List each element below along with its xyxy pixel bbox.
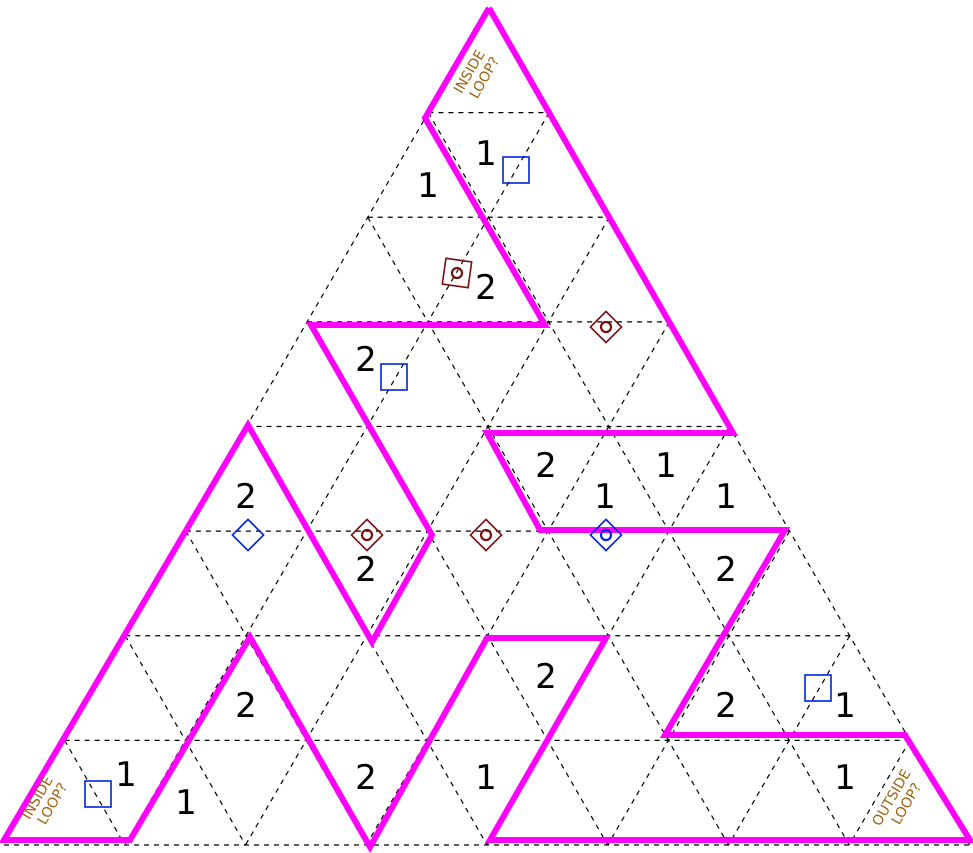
clue-number: 1: [715, 477, 737, 517]
loop-path: [0, 6, 973, 853]
clue-number: 2: [235, 686, 257, 726]
corner-label-bottom-right: OUTSIDE LOOP?: [869, 763, 930, 837]
grid-line: [124, 112, 550, 846]
clue-number: 1: [594, 477, 616, 517]
cell-markers: [84, 156, 832, 808]
marker-diamond-dark-circle: [589, 310, 623, 344]
corner-label-bottom-left: INSIDE LOOP?: [19, 770, 73, 831]
grid-line: [848, 740, 911, 846]
square-shape: [502, 156, 530, 184]
clue-number: 2: [355, 340, 377, 380]
clue-number: 2: [535, 446, 557, 486]
diamond-shape: [589, 310, 623, 344]
clue-number: 1: [475, 758, 497, 798]
corner-label-top: INSIDE LOOP?: [451, 44, 505, 105]
clue-number: 1: [175, 783, 197, 823]
circle-mark: [479, 528, 493, 542]
marker-diamond-blue: [231, 518, 265, 552]
square-shape: [380, 363, 408, 391]
clue-number: 1: [834, 758, 856, 798]
clue-number: 1: [475, 134, 497, 174]
marker-diamond-blue-circle: [589, 518, 623, 552]
clue-number: 2: [715, 686, 737, 726]
clue-number: 1: [115, 755, 137, 795]
grid-line: [124, 635, 247, 846]
diamond-shape: [589, 518, 623, 552]
circle-mark: [599, 320, 613, 334]
marker-square-blue: [380, 363, 408, 391]
clue-number: 2: [355, 758, 377, 798]
grid-line: [727, 635, 851, 846]
clue-number: 2: [535, 657, 557, 697]
clue-number: 2: [355, 550, 377, 590]
clue-number: 2: [715, 550, 737, 590]
clue-number: 1: [417, 166, 439, 206]
grid-line: [427, 112, 850, 846]
marker-square-blue: [84, 780, 112, 808]
marker-square-dark-circle: [441, 257, 473, 289]
marker-square-blue: [804, 674, 832, 702]
circle-mark: [450, 266, 464, 280]
marker-square-blue: [502, 156, 530, 184]
grid-line: [607, 530, 791, 846]
circle-mark: [360, 528, 374, 542]
square-shape: [441, 257, 473, 289]
clue-number: 1: [834, 686, 856, 726]
square-shape: [84, 780, 112, 808]
circle-mark: [599, 528, 613, 542]
clue-number: 2: [235, 477, 257, 517]
marker-diamond-dark-circle: [350, 518, 384, 552]
clue-number: 1: [655, 446, 677, 486]
diamond-shape: [469, 518, 503, 552]
diamond-shape: [350, 518, 384, 552]
marker-diamond-dark-circle: [469, 518, 503, 552]
square-shape: [804, 674, 832, 702]
grid-line: [64, 740, 126, 846]
diamond-shape: [231, 518, 265, 552]
clue-number: 2: [475, 268, 497, 308]
